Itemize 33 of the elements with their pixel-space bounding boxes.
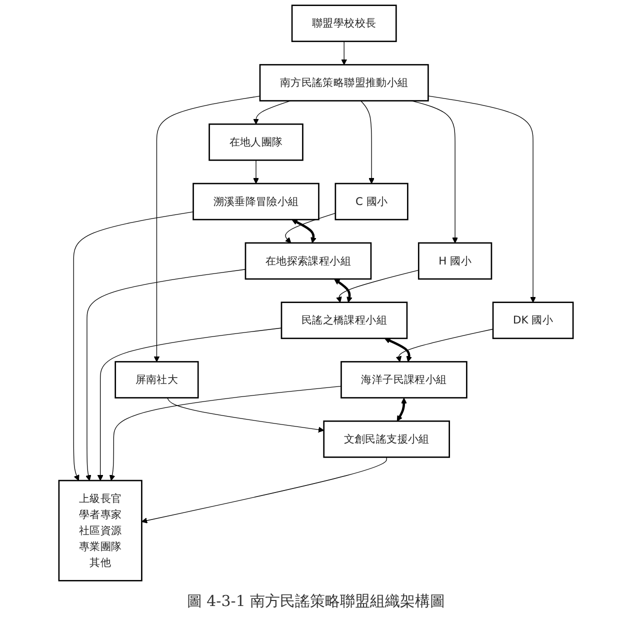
- arrow: [336, 270, 419, 303]
- arrow: [109, 386, 342, 481]
- node-box: H 國小: [418, 242, 492, 280]
- arrow: [292, 219, 316, 244]
- arrow: [396, 398, 407, 422]
- arrow: [253, 100, 291, 124]
- node-box: 海洋子民課程小組: [340, 361, 468, 398]
- arrow: [253, 160, 259, 184]
- figure-caption: 圖 4-3-1 南方民謠策略聯盟組織架構圖: [186, 592, 446, 611]
- node-box: 在地探索課程小組: [244, 242, 372, 280]
- node-box: DK 國小: [492, 302, 574, 340]
- node-box: 南方民謠策略聯盟推動小組: [259, 64, 429, 102]
- arrow: [384, 338, 412, 362]
- node-box: 聯盟學校校長: [291, 4, 397, 42]
- node-box: C 國小: [334, 182, 408, 220]
- node-box: 在地人團隊: [208, 123, 304, 161]
- node-box: 屏南社大: [114, 361, 199, 398]
- arrow: [86, 269, 246, 481]
- arrow: [396, 328, 494, 362]
- node-box: 溯溪垂降冒險小組: [192, 182, 320, 220]
- arrow: [97, 328, 282, 481]
- arrow: [166, 397, 324, 433]
- node-box: 文創民謠支援小組: [323, 420, 450, 458]
- arrow: [73, 211, 194, 481]
- arrow: [154, 96, 260, 362]
- arrow: [360, 100, 374, 184]
- arrow: [334, 278, 352, 303]
- node-box: 上級長官 學者專家 社區資源 專業團隊 其他: [58, 480, 142, 582]
- arrow: [428, 96, 536, 303]
- arrow: [141, 456, 387, 524]
- node-box: 民謠之橋課程小組: [280, 302, 408, 340]
- arrow: [285, 212, 336, 244]
- arrow: [341, 41, 348, 65]
